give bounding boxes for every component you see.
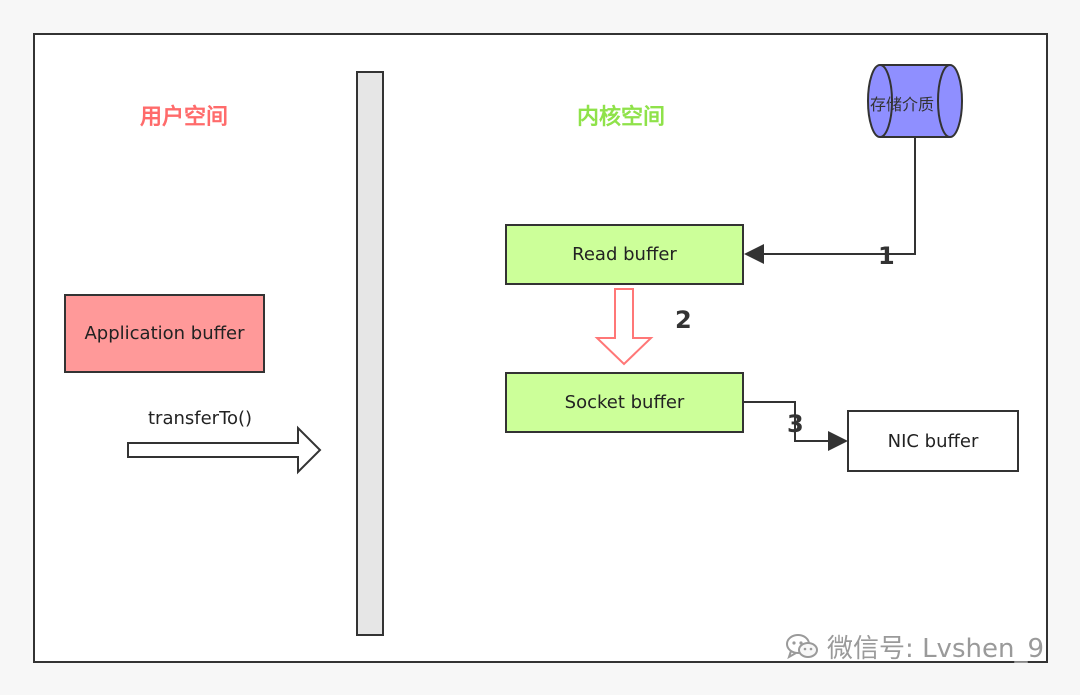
wechat-icon (786, 633, 819, 659)
application-buffer: Application buffer (64, 294, 265, 373)
transfer-arrow (127, 425, 322, 475)
user-space-title: 用户空间 (140, 105, 229, 130)
storage-cylinder (867, 64, 963, 138)
step1-arrow (744, 137, 916, 264)
transfer-call-label: transferTo() (148, 408, 253, 429)
read-buffer: Read buffer (505, 224, 744, 285)
storage-label: 存储介质 (870, 95, 935, 114)
space-divider (356, 71, 384, 636)
socket-buffer: Socket buffer (505, 372, 744, 433)
step3-label: 3 (787, 410, 804, 438)
step2-arrow (594, 288, 654, 366)
step1-label: 1 (878, 242, 895, 270)
kernel-space-title: 内核空间 (577, 105, 666, 130)
nic-buffer: NIC buffer (847, 410, 1019, 472)
step2-label: 2 (675, 306, 692, 334)
watermark: 微信号: Lvshen_9 (785, 628, 1044, 665)
watermark-text: 微信号: Lvshen_9 (827, 634, 1044, 664)
step3-arrow (744, 401, 848, 451)
